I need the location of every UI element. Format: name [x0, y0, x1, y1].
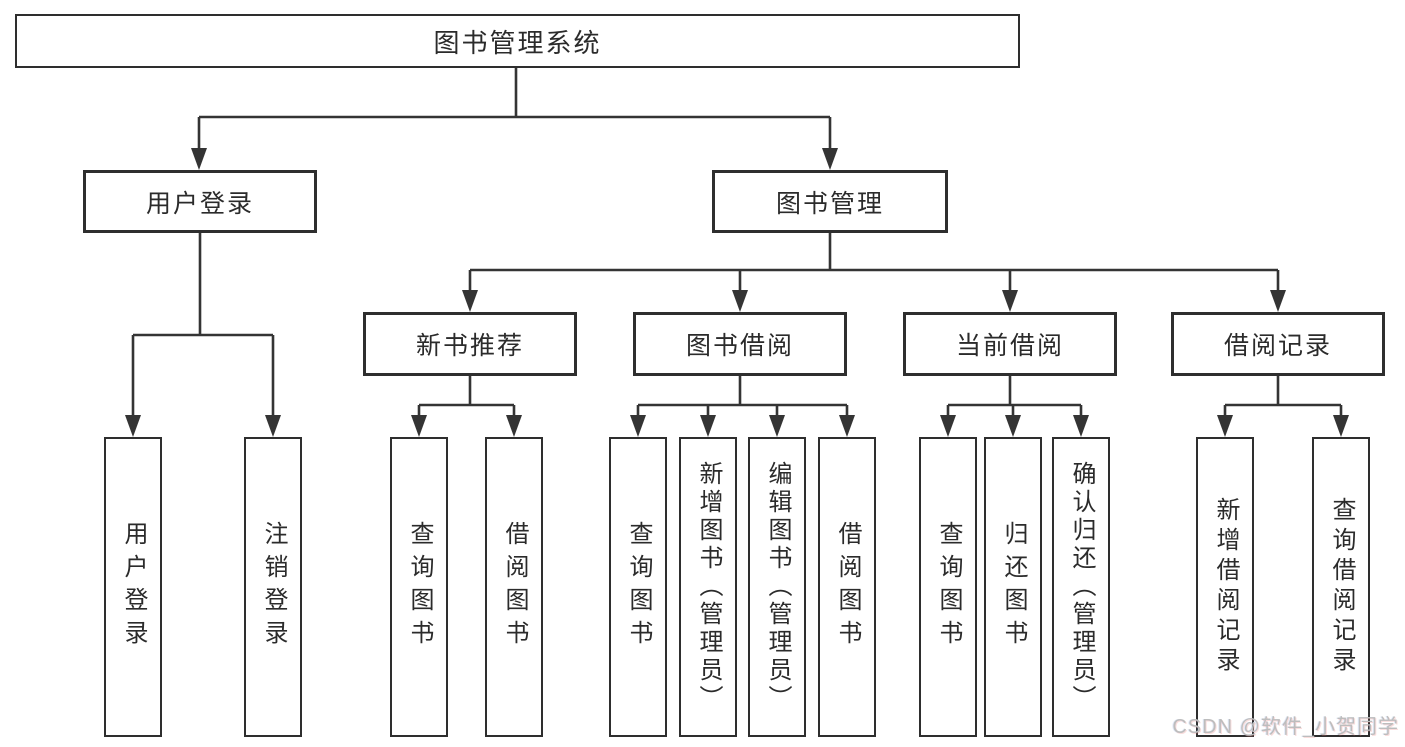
- node-label: 新增图书（管理员）: [695, 461, 722, 713]
- node-label: 图书借阅: [685, 332, 794, 360]
- node-leaf-return-books: 归还图书: [984, 437, 1042, 737]
- arrowhead-icon: [1073, 415, 1089, 437]
- node-user-login: 用户登录: [83, 170, 317, 233]
- arrowhead-icon: [1217, 415, 1233, 437]
- node-borrowing-records: 借阅记录: [1171, 312, 1385, 376]
- node-label: 查询图书: [935, 521, 962, 653]
- arrowhead-icon: [1005, 415, 1021, 437]
- node-label: 注销登录: [260, 521, 287, 653]
- arrowhead-icon: [1270, 290, 1286, 312]
- csdn-watermark: CSDN @软件_小贺同学: [1172, 716, 1399, 738]
- node-leaf-borrow-books-recommend: 借阅图书: [485, 437, 543, 737]
- node-label: 查询借阅记录: [1328, 497, 1355, 677]
- node-label: 查询图书: [406, 521, 433, 653]
- arrowhead-icon: [769, 415, 785, 437]
- node-library-management-system: 图书管理系统: [15, 14, 1020, 68]
- node-label: 当前借阅: [955, 332, 1064, 360]
- node-leaf-confirm-return-admin: 确认归还（管理员）: [1052, 437, 1110, 737]
- node-new-book-recommend: 新书推荐: [363, 312, 577, 376]
- arrowhead-icon: [1333, 415, 1349, 437]
- arrowhead-icon: [822, 148, 838, 170]
- node-label: 编辑图书（管理员）: [764, 461, 791, 713]
- arrowhead-icon: [1002, 290, 1018, 312]
- node-label: 图书管理系统: [433, 27, 602, 58]
- node-leaf-user-login: 用户登录: [104, 437, 162, 737]
- node-label: 新增借阅记录: [1212, 497, 1239, 677]
- node-label: 新书推荐: [415, 332, 524, 360]
- node-leaf-add-borrow-record: 新增借阅记录: [1196, 437, 1254, 737]
- node-leaf-query-borrow-record: 查询借阅记录: [1312, 437, 1370, 737]
- arrowhead-icon: [506, 415, 522, 437]
- node-book-management: 图书管理: [712, 170, 948, 233]
- node-leaf-add-books-admin: 新增图书（管理员）: [679, 437, 737, 737]
- arrowhead-icon: [839, 415, 855, 437]
- node-label: 图书管理: [775, 189, 884, 218]
- node-leaf-edit-books-admin: 编辑图书（管理员）: [748, 437, 806, 737]
- node-book-borrowing: 图书借阅: [633, 312, 847, 376]
- node-label: 归还图书: [1000, 521, 1027, 653]
- arrowhead-icon: [940, 415, 956, 437]
- arrowhead-icon: [411, 415, 427, 437]
- arrowhead-icon: [630, 415, 646, 437]
- arrowhead-icon: [700, 415, 716, 437]
- node-label: 用户登录: [120, 521, 147, 653]
- node-label: 借阅图书: [834, 521, 861, 653]
- node-label: 查询图书: [625, 521, 652, 653]
- node-label: 确认归还（管理员）: [1068, 461, 1095, 713]
- node-leaf-borrow-books: 借阅图书: [818, 437, 876, 737]
- arrowhead-icon: [462, 290, 478, 312]
- node-label: 用户登录: [145, 189, 254, 218]
- node-leaf-query-books-recommend: 查询图书: [390, 437, 448, 737]
- arrowhead-icon: [265, 415, 281, 437]
- node-label: 借阅图书: [501, 521, 528, 653]
- node-current-borrowing: 当前借阅: [903, 312, 1117, 376]
- arrowhead-icon: [732, 290, 748, 312]
- arrowhead-icon: [125, 415, 141, 437]
- node-leaf-logout: 注销登录: [244, 437, 302, 737]
- node-leaf-query-books-borrow: 查询图书: [609, 437, 667, 737]
- node-leaf-query-books-current: 查询图书: [919, 437, 977, 737]
- node-label: 借阅记录: [1223, 332, 1332, 360]
- arrowhead-icon: [191, 148, 207, 170]
